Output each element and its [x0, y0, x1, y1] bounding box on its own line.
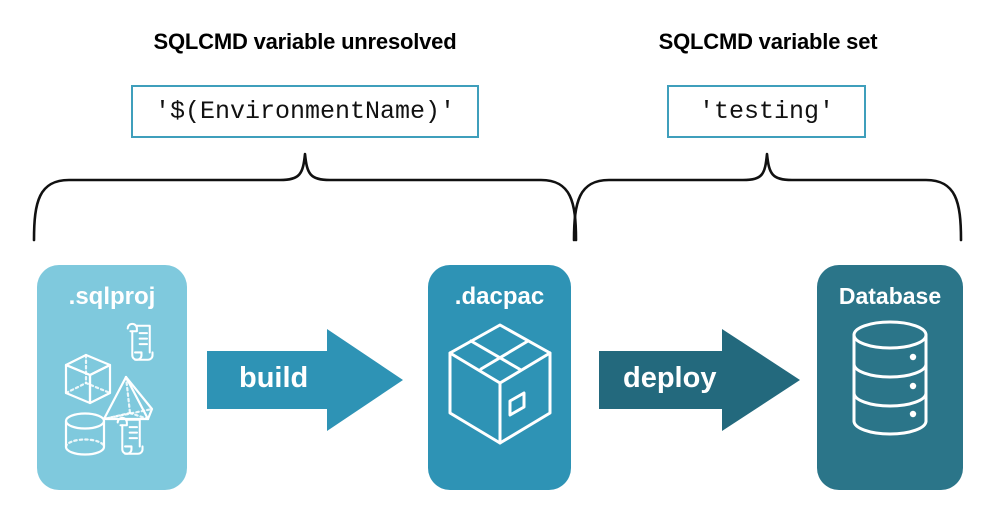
- arrow-build: build: [205, 327, 405, 438]
- card-sqlproj[interactable]: .sqlproj: [37, 265, 187, 490]
- sqlcmd-variable-set-value: 'testing': [667, 85, 866, 138]
- project-contents-icon: [37, 317, 187, 467]
- section-title-right: SQLCMD variable set: [658, 29, 878, 54]
- brace-right-icon: [565, 152, 975, 247]
- database-cylinder-icon: [817, 317, 963, 447]
- card-sqlproj-label: .sqlproj: [68, 283, 156, 310]
- arrow-build-label: build: [239, 362, 309, 394]
- card-dacpac[interactable]: .dacpac: [428, 265, 571, 490]
- section-title-left: SQLCMD variable unresolved: [153, 29, 457, 54]
- arrow-deploy-label: deploy: [623, 362, 717, 394]
- card-database-label: Database: [838, 283, 942, 309]
- brace-left-icon: [25, 152, 585, 247]
- package-box-icon: [428, 317, 571, 457]
- arrow-deploy: deploy: [597, 327, 802, 438]
- sqlcmd-variable-unresolved-value: '$(EnvironmentName)': [131, 85, 479, 138]
- card-database[interactable]: Database: [817, 265, 963, 490]
- card-dacpac-label: .dacpac: [454, 283, 545, 310]
